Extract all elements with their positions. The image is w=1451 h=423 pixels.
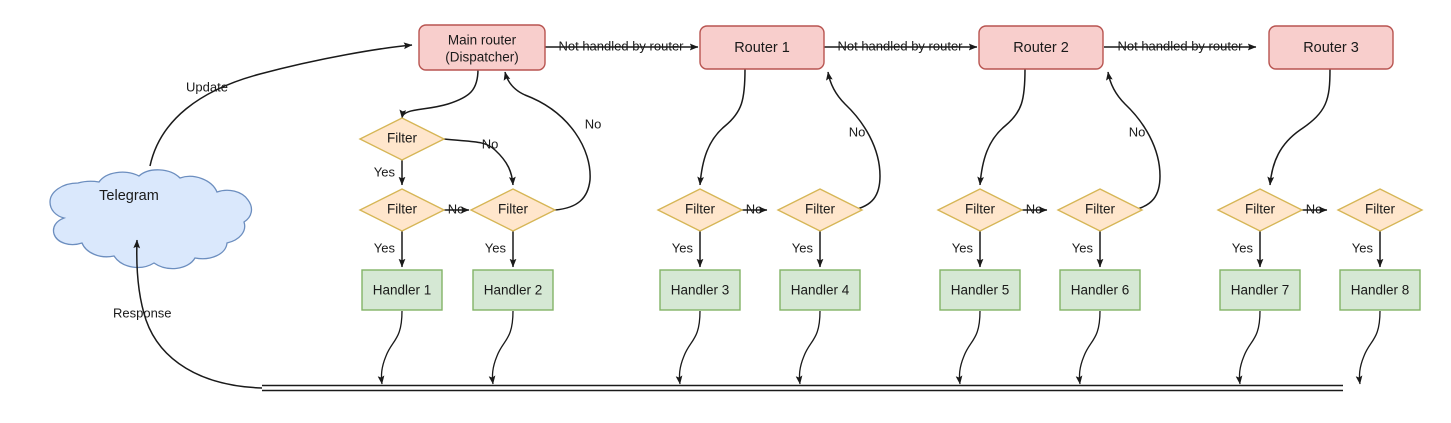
edge-label-filter7-no: No xyxy=(1306,201,1323,216)
node-filter-4[interactable]: Filter xyxy=(776,188,864,232)
filter-top-main-label: Filter xyxy=(387,131,418,146)
edge-label-filter5-no: No xyxy=(1026,201,1043,216)
edge-label-filter6-yes: Yes xyxy=(1072,240,1094,255)
edge-label-filter1-yes: Yes xyxy=(374,240,396,255)
edge-router3-to-filter7 xyxy=(1267,68,1331,186)
node-handler-6[interactable]: Handler 6 xyxy=(1059,269,1141,311)
edge-label-router2-to-router3: Not handled by router xyxy=(1117,38,1243,53)
edge-handler6-to-bus xyxy=(1075,310,1101,385)
edge-filter2-no-back xyxy=(503,71,591,211)
filter-6-label: Filter xyxy=(1085,202,1116,217)
edge-handler7-to-bus xyxy=(1235,310,1261,385)
node-handler-7[interactable]: Handler 7 xyxy=(1219,269,1301,311)
node-handler-5[interactable]: Handler 5 xyxy=(939,269,1021,311)
edge-router2-to-filter5 xyxy=(977,68,1026,186)
edge-update xyxy=(149,42,413,167)
node-router-1[interactable]: Router 1 xyxy=(699,25,825,70)
edge-label-filter1-no: No xyxy=(448,201,465,216)
node-handler-3[interactable]: Handler 3 xyxy=(659,269,741,311)
main-router-label-line1: Main router xyxy=(448,33,517,48)
edge-label-response: Response xyxy=(113,305,172,320)
edge-label-filter2-yes: Yes xyxy=(485,240,507,255)
node-main-router[interactable]: Main router (Dispatcher) xyxy=(418,24,546,71)
handler-2-label: Handler 2 xyxy=(484,283,543,298)
node-router-2[interactable]: Router 2 xyxy=(978,25,1104,70)
edge-router1-to-filter3 xyxy=(697,68,746,186)
edge-label-filter3-yes: Yes xyxy=(672,240,694,255)
edge-label-filter7-yes: Yes xyxy=(1232,240,1254,255)
handler-7-label: Handler 7 xyxy=(1231,283,1290,298)
edge-label-update: Update xyxy=(186,79,228,94)
edge-label-filtertop-yes: Yes xyxy=(374,164,396,179)
edge-label-filter4-yes: Yes xyxy=(792,240,814,255)
node-filter-7[interactable]: Filter xyxy=(1216,188,1304,232)
edge-handler5-to-bus xyxy=(955,310,981,385)
filter-3-label: Filter xyxy=(685,202,716,217)
node-filter-6[interactable]: Filter xyxy=(1056,188,1144,232)
edge-handler4-to-bus xyxy=(795,310,821,385)
edge-response xyxy=(133,239,263,389)
filter-1-label: Filter xyxy=(387,202,418,217)
edge-filter6-no-back xyxy=(1105,71,1161,211)
edge-mainrouter-to-filter-top xyxy=(399,68,479,119)
handler-6-label: Handler 6 xyxy=(1071,283,1130,298)
edge-label-filter3-no: No xyxy=(746,201,763,216)
telegram-cloud: Telegram xyxy=(49,169,253,270)
edge-filter4-no-back xyxy=(825,71,881,211)
main-router-label-line2: (Dispatcher) xyxy=(445,50,519,65)
node-filter-8[interactable]: Filter xyxy=(1336,188,1424,232)
response-bus xyxy=(262,384,1343,392)
handler-8-label: Handler 8 xyxy=(1351,283,1410,298)
filter-7-label: Filter xyxy=(1245,202,1276,217)
node-filter-top-main[interactable]: Filter xyxy=(358,117,446,161)
handler-4-label: Handler 4 xyxy=(791,283,850,298)
filter-4-label: Filter xyxy=(805,202,836,217)
node-handler-4[interactable]: Handler 4 xyxy=(779,269,861,311)
edge-label-filter5-yes: Yes xyxy=(952,240,974,255)
handler-5-label: Handler 5 xyxy=(951,283,1010,298)
router-1-label: Router 1 xyxy=(734,40,790,56)
edge-handler8-to-bus xyxy=(1355,310,1381,385)
edge-label-filter8-yes: Yes xyxy=(1352,240,1374,255)
edge-handler3-to-bus xyxy=(675,310,701,385)
handler-3-label: Handler 3 xyxy=(671,283,730,298)
edge-label-filter2-no-back: No xyxy=(585,116,602,131)
handler-1-label: Handler 1 xyxy=(373,283,432,298)
filter-8-label: Filter xyxy=(1365,202,1396,217)
cloud-label: Telegram xyxy=(99,188,159,204)
node-router-3[interactable]: Router 3 xyxy=(1268,25,1394,70)
node-filter-1[interactable]: Filter xyxy=(358,188,446,232)
edge-label-filtertop-no: No xyxy=(482,136,499,151)
filter-2-label: Filter xyxy=(498,202,529,217)
node-handler-1[interactable]: Handler 1 xyxy=(361,269,443,311)
node-filter-3[interactable]: Filter xyxy=(656,188,744,232)
edge-label-router1-to-router2: Not handled by router xyxy=(837,38,963,53)
node-filter-2[interactable]: Filter xyxy=(469,188,557,232)
edge-handler2-to-bus xyxy=(488,310,514,385)
edge-label-main-to-router1: Not handled by router xyxy=(558,38,684,53)
edge-handler1-to-bus xyxy=(377,310,403,385)
edge-label-filter6-no-back: No xyxy=(1129,124,1146,139)
node-handler-2[interactable]: Handler 2 xyxy=(472,269,554,311)
router-3-label: Router 3 xyxy=(1303,40,1359,56)
filter-5-label: Filter xyxy=(965,202,996,217)
edge-filtertop-no xyxy=(443,138,516,186)
edge-label-filter4-no-back: No xyxy=(849,124,866,139)
router-2-label: Router 2 xyxy=(1013,40,1069,56)
node-filter-5[interactable]: Filter xyxy=(936,188,1024,232)
node-handler-8[interactable]: Handler 8 xyxy=(1339,269,1421,311)
